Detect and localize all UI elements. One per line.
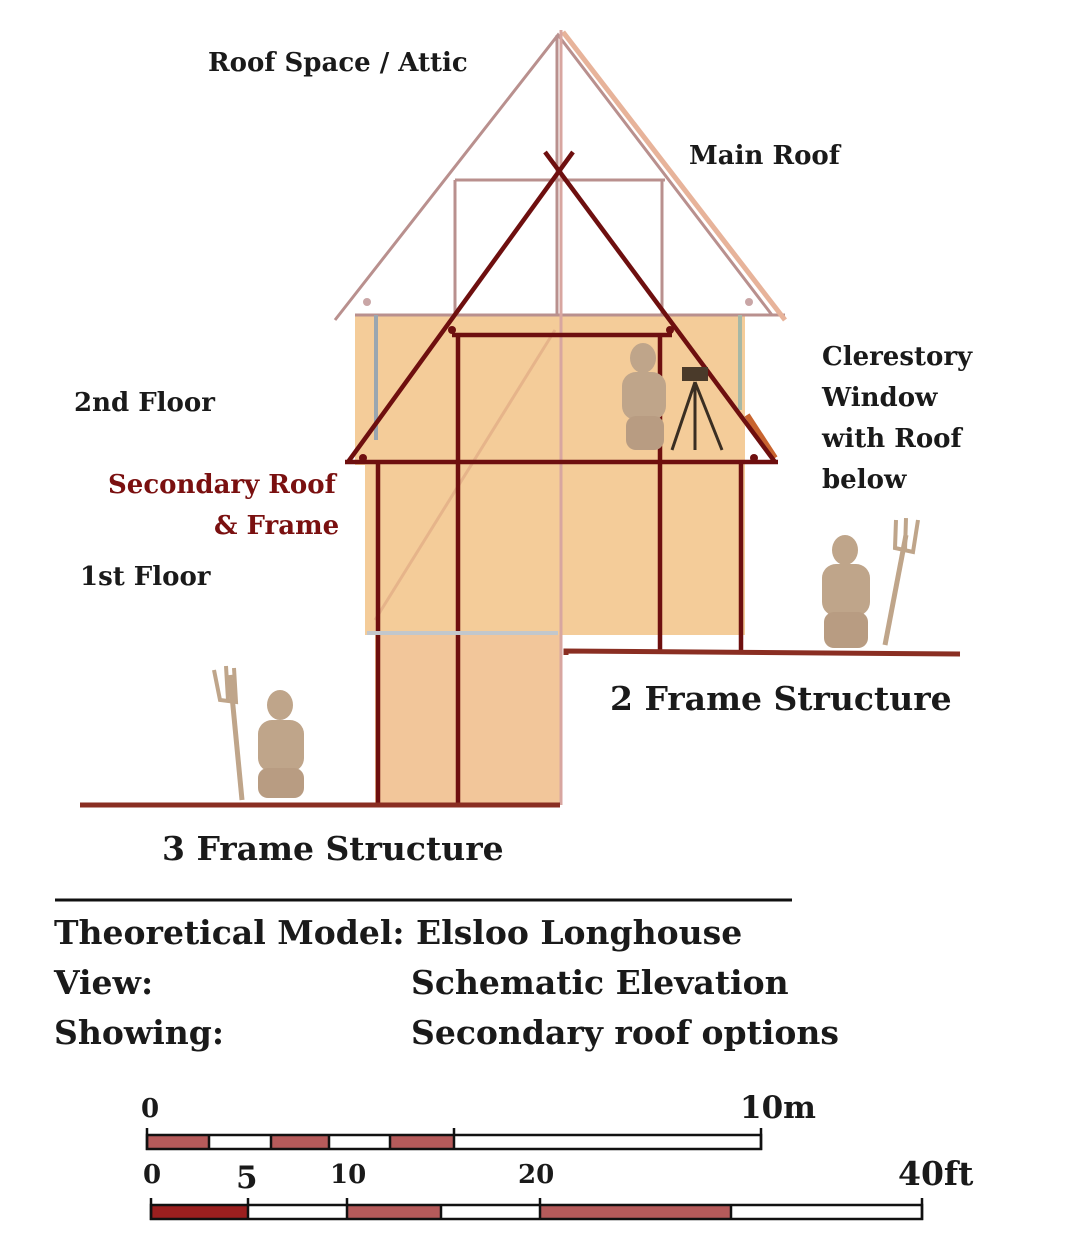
diagonal-brace [373, 329, 557, 621]
clerestory-label-3: with Roof [822, 424, 962, 454]
scale-ft-0: 0 [143, 1160, 162, 1190]
secondary-roof-label-1: Secondary Roof [108, 470, 336, 500]
clerestory-label-2: Window [822, 383, 938, 413]
main-roof [333, 32, 785, 321]
lower-wall-fill [365, 465, 745, 635]
ground-right [563, 648, 961, 657]
clerestory-roof [744, 413, 778, 460]
roof-space-label: Roof Space / Attic [208, 48, 468, 78]
main-roof-label: Main Roof [689, 141, 840, 171]
main-roof-eave-edge [561, 30, 787, 322]
roof-peg-left [363, 298, 371, 306]
scale-ft-5: 5 [236, 1160, 258, 1196]
secondary-roof-label-2: & Frame [214, 511, 340, 541]
clerestory-label-4: below [822, 465, 907, 495]
caption-title: Theoretical Model: Elsloo Longhouse [54, 913, 743, 952]
three-frame-label: 3 Frame Structure [162, 829, 504, 868]
scale-ft-20: 20 [518, 1160, 555, 1190]
scale-m-start: 0 [141, 1094, 160, 1124]
two-frame-label: 2 Frame Structure [610, 679, 952, 718]
scale-m-end: 10m [740, 1090, 816, 1126]
figure-right [822, 517, 920, 648]
caption-showing-key: Showing: [54, 1013, 225, 1052]
scale-ft-40: 40ft [898, 1154, 974, 1193]
roof-peg-right [745, 298, 753, 306]
first-floor-label: 1st Floor [80, 562, 211, 592]
caption-view-value: Schematic Elevation [411, 963, 789, 1002]
figure-left [212, 665, 304, 801]
figure-surveyor [622, 343, 724, 451]
scale-ft-10: 10 [330, 1160, 367, 1190]
second-floor-label: 2nd Floor [74, 388, 215, 418]
clerestory-label-1: Clerestory [822, 342, 973, 372]
scale-bar-metric [145, 1128, 763, 1151]
caption-view-key: View: [54, 963, 154, 1002]
frame-joints [359, 326, 758, 462]
caption-showing-value: Secondary roof options [411, 1013, 839, 1052]
scale-bar-imperial [149, 1198, 924, 1221]
deep-wall-fill [375, 635, 560, 805]
